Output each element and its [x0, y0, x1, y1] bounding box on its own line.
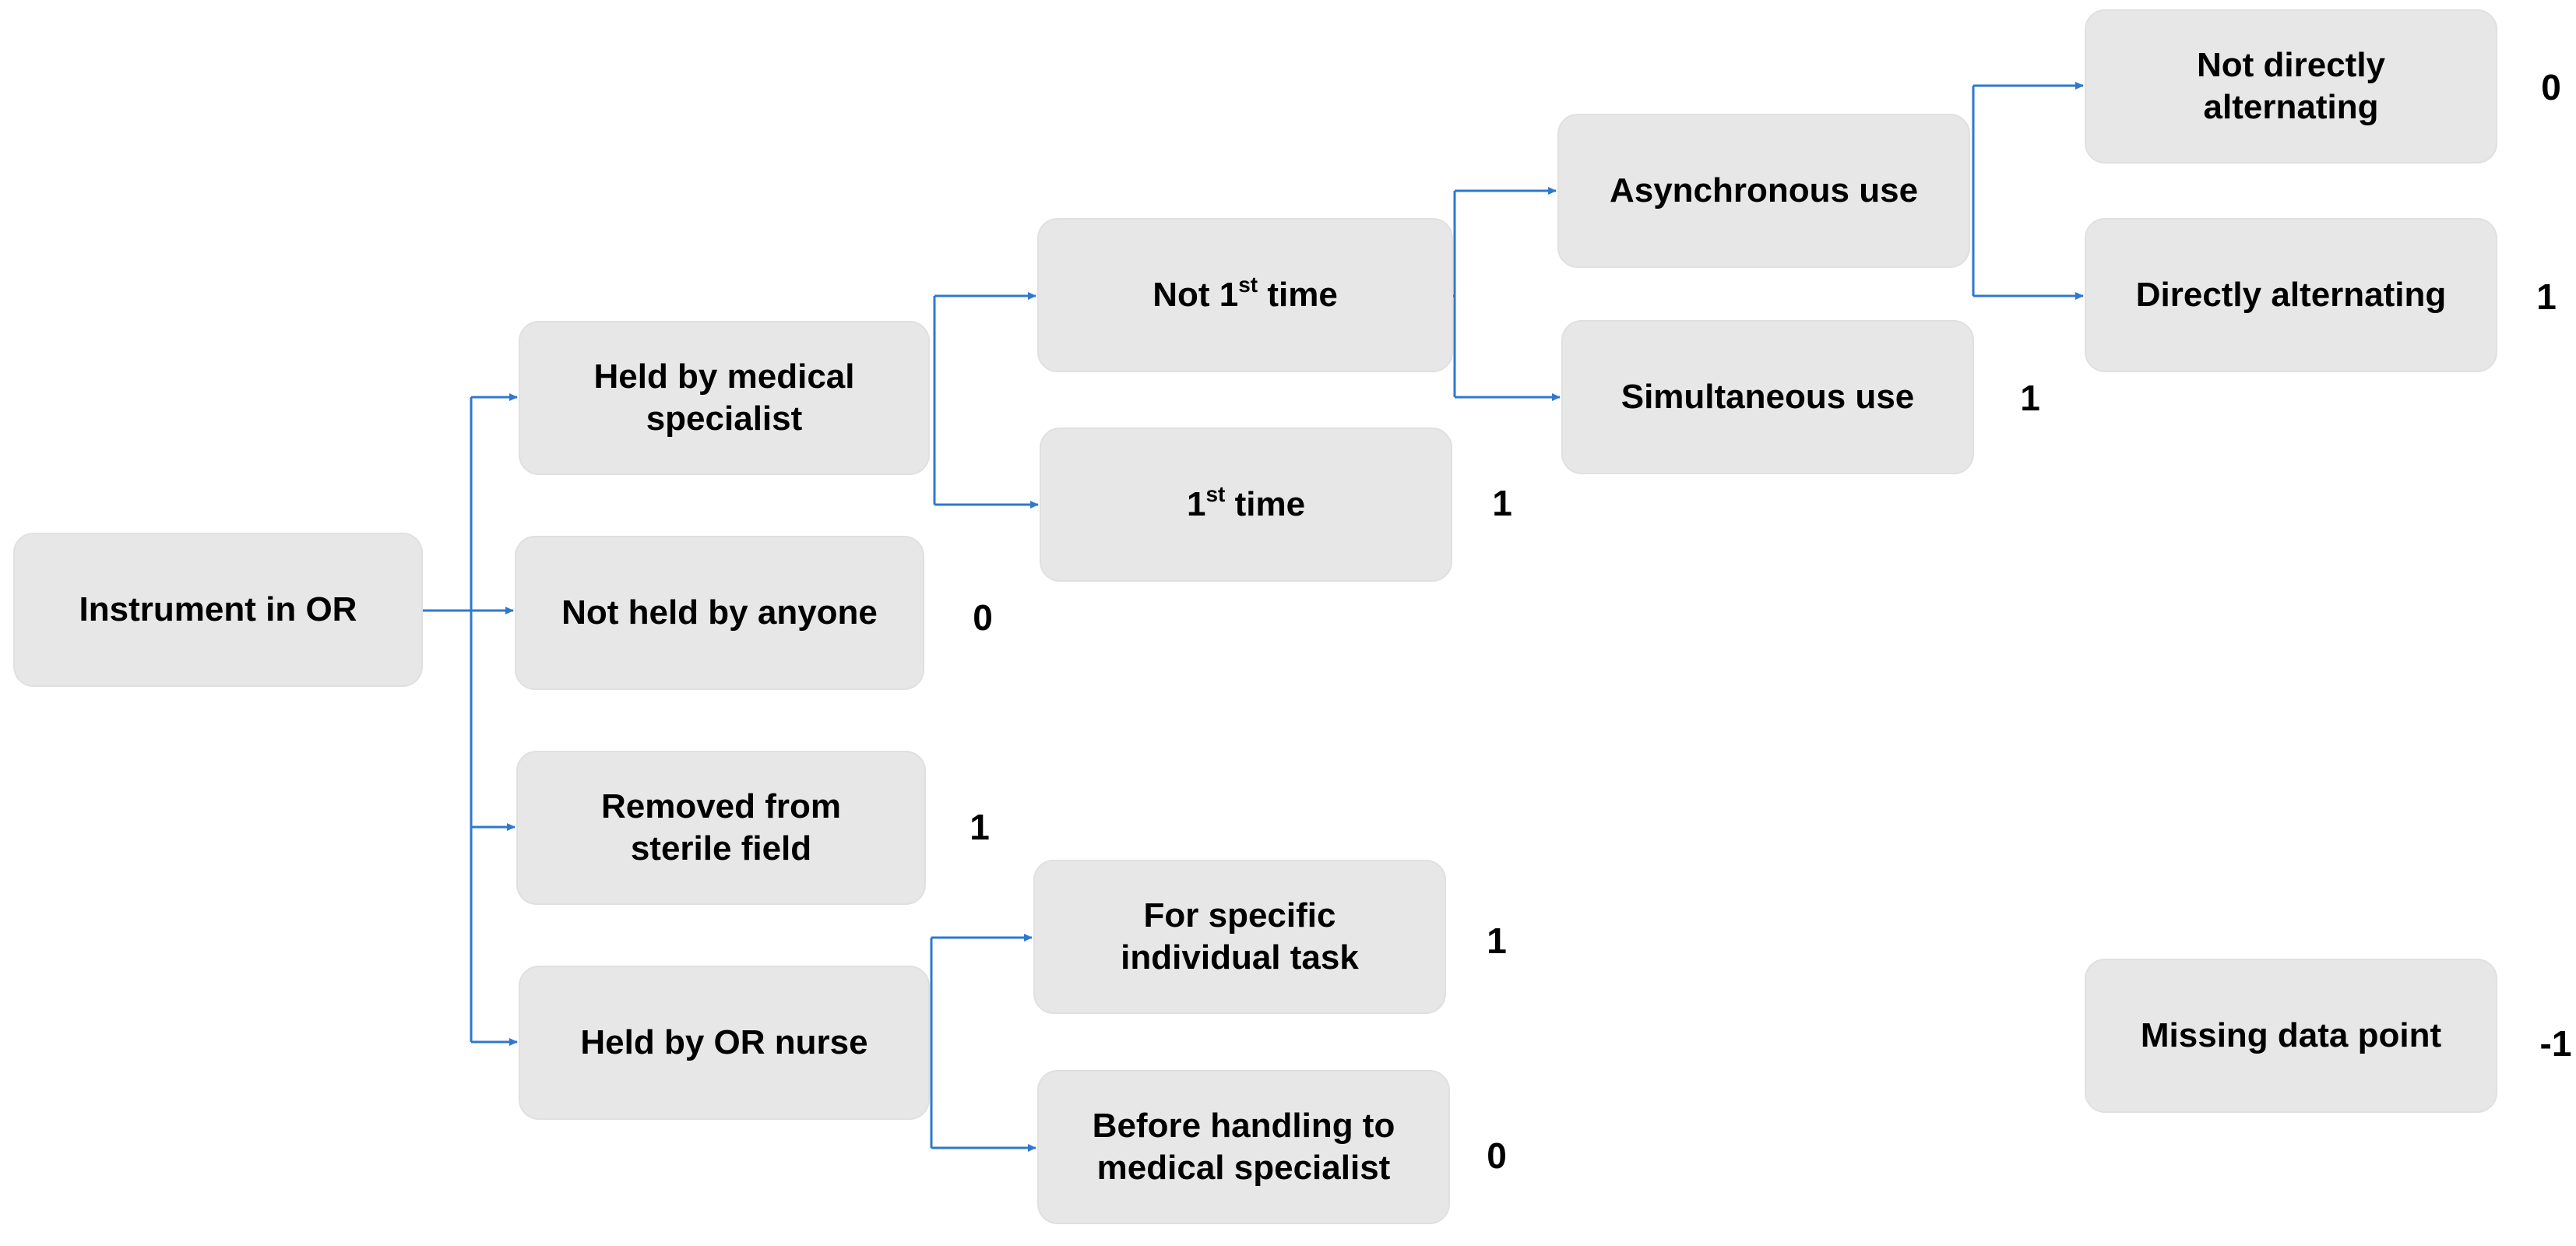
node-label-a: Not 1 — [1153, 276, 1239, 314]
score-not-directly-alternating: 0 — [2541, 67, 2561, 107]
node-label-sup: st — [1205, 482, 1226, 507]
node-label: Instrument in OR — [79, 590, 357, 628]
node-label-line2: sterile field — [630, 829, 812, 868]
node-held-by-or-nurse: Held by OR nurse — [519, 966, 930, 1120]
node-label: Asynchronous use — [1609, 171, 1919, 209]
node-label-line1: For specific — [1143, 896, 1336, 935]
node-label: Held by OR nurse — [580, 1023, 868, 1061]
score-removed-from-sterile-field: 1 — [970, 807, 990, 847]
node-label-b: time — [1225, 485, 1306, 523]
node-directly-alternating: Directly alternating — [2085, 218, 2497, 372]
node-label-line2: medical specialist — [1096, 1149, 1391, 1187]
node-not-held-by-anyone: Not held by anyone — [515, 536, 924, 690]
node-label: Directly alternating — [2135, 276, 2447, 314]
node-missing-data-point: Missing data point — [2085, 959, 2497, 1113]
node-label-line1: Removed from — [600, 787, 842, 825]
score-directly-alternating: 1 — [2536, 276, 2557, 317]
node-label-line1: Not directly — [2196, 46, 2386, 84]
node-label-sup: st — [1238, 273, 1258, 297]
node-simultaneous-use: Simultaneous use — [1561, 320, 1974, 474]
score-not-held-by-anyone: 0 — [973, 597, 993, 638]
node-asynchronous-use: Asynchronous use — [1557, 114, 1970, 268]
node-not-directly-alternating: Not directly alternating — [2085, 9, 2497, 164]
score-for-specific-individual-task: 1 — [1487, 920, 1507, 961]
node-label-line1: Before handling to — [1092, 1107, 1395, 1145]
score-first-time: 1 — [1492, 483, 1512, 523]
score-simultaneous-use: 1 — [2020, 378, 2040, 418]
node-label: Simultaneous use — [1621, 378, 1915, 416]
node-instrument-in-or: Instrument in OR — [13, 533, 423, 687]
score-before-handling: 0 — [1487, 1135, 1507, 1176]
score-missing-data-point: -1 — [2539, 1023, 2572, 1064]
node-label-line2: individual task — [1121, 938, 1359, 977]
node-label-line1: Held by medical — [593, 357, 855, 396]
node-not-first-time: Not 1st time — [1037, 218, 1453, 372]
node-label-line2: alternating — [2203, 88, 2379, 126]
node-before-handling-to-medical-specialist: Before handling to medical specialist — [1037, 1070, 1450, 1224]
node-label: Not held by anyone — [561, 593, 878, 632]
node-label-b: time — [1258, 276, 1338, 314]
node-label-a: 1 — [1186, 485, 1206, 523]
node-first-time: 1st time — [1040, 428, 1452, 582]
node-label-line2: specialist — [646, 399, 803, 438]
node-removed-from-sterile-field: Removed from sterile field — [516, 751, 926, 905]
node-label: Missing data point — [2140, 1016, 2442, 1054]
